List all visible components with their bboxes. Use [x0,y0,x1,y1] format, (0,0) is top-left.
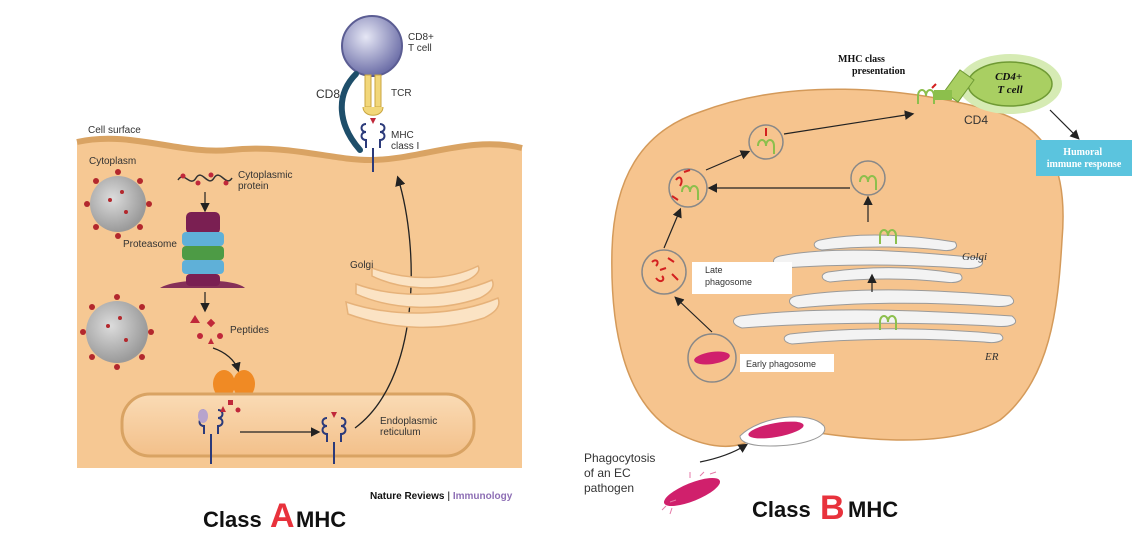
golgi-stack [345,265,500,329]
golgi-label-b: Golgi [962,251,987,263]
mhc-presentation-label: MHC class presentation [838,54,906,77]
cyto-protein-line2: protein [238,181,269,192]
tcr-label: TCR [391,88,412,99]
peptides [190,315,223,344]
early-phagosome-label: Early phagosome [746,359,816,369]
cd4-tcell-line1: CD4+ [995,71,1022,83]
cd8-coreceptor [338,71,363,153]
journal-credit: Nature Reviews | Immunology [370,491,513,502]
credit-separator: | [444,491,452,502]
panel-a: Cell surface Cytoplasm CD8+ T cell CD8 T… [76,15,523,535]
peptides-to-tap-arrow [212,347,241,373]
mhc-label-line1: MHC [391,130,414,141]
late-phago-line1: Late [705,265,723,275]
mhc-pres-line1: MHC class [838,54,885,65]
cd8-label: CD8 [316,87,340,101]
mhc-ii-surface [917,83,937,104]
mhc-class-i-surface [360,118,386,172]
late-phagosome [641,249,687,295]
vesicle-top-right [850,160,886,196]
caption-a-letter: A [270,497,295,535]
late-phago-line2: phagosome [705,277,752,287]
vesicle-top [748,124,784,160]
cell-membrane [76,135,523,164]
cd4-tcell-line2: T cell [997,84,1023,96]
phago-line1: Phagocytosis [584,451,655,465]
phago-line2: of an EC [584,466,631,480]
er-label-b: ER [984,351,999,363]
mhc-ii-on-golgi [879,229,897,330]
caption-class-b-mhc: Class B MHC [752,489,898,527]
caption-class-a-mhc: Class A MHC [203,497,346,535]
trafficking-arrows [663,109,1080,463]
phagocytic-cup [739,416,826,447]
early-phagosome-label-box [740,354,834,372]
cd4-label: CD4 [964,113,988,127]
t-cell-label-line1: CD8+ [408,32,434,43]
caption-b-letter: B [820,489,845,527]
peptides-label: Peptides [230,325,269,336]
humoral-label: Humoral immune response [1047,147,1122,170]
humoral-response-box [1036,140,1132,176]
virus-top [84,169,152,239]
credit-journal: Nature Reviews [370,491,445,502]
cd4-receptor [934,69,975,103]
golgi-label: Golgi [350,260,373,271]
caption-b-left: Class [752,497,811,522]
cytoplasmic-protein [177,174,233,182]
virus-bottom [80,294,154,370]
humoral-line1: Humoral [1063,147,1102,158]
mhc-label: MHC class I [391,130,419,152]
cd4-t-cell [958,54,1062,114]
er-label-line2: reticulum [380,427,421,438]
protein-residues [180,172,229,186]
cyto-protein-line1: Cytoplasmic [238,170,292,181]
vesicle-left [668,168,708,208]
er-to-surface-arrow [354,175,412,429]
caption-b-right: MHC [848,497,898,522]
caption-a-left: Class [203,507,262,532]
t-cell-label: CD8+ T cell [408,32,437,54]
cytoplasmic-protein-label: Cytoplasmic protein [238,170,295,192]
er-label: Endoplasmic reticulum [380,416,440,438]
late-phagosome-label: Late phagosome [705,265,752,287]
humoral-line2: immune response [1047,159,1122,170]
mhc-in-er-right [321,412,347,464]
cytoplasm-label: Cytoplasm [89,156,136,167]
late-phagosome-label-box [692,262,792,294]
credit-section: Immunology [453,491,513,502]
peptides-near-tap [220,400,241,413]
er-golgi-membranes [733,234,1017,345]
phagocytosis-label: Phagocytosis of an EC pathogen [584,451,659,495]
er-label-line1: Endoplasmic [380,416,437,427]
tap-transporter [213,370,255,398]
tcr [362,74,384,116]
t-cell-label-b: CD4+ T cell [995,71,1025,96]
cell-surface-label: Cell surface [88,125,141,136]
early-phagosome [687,333,737,383]
mhc-label-line2: class I [391,141,419,152]
caption-a-right: MHC [296,507,346,532]
t-cell-label-line2: T cell [408,43,432,54]
ec-pathogen [661,471,721,515]
proteasome [160,212,245,288]
cd8-t-cell [341,15,403,77]
proteasome-label: Proteasome [123,239,177,250]
mhc-pres-line2: presentation [852,66,906,77]
phago-line3: pathogen [584,481,634,495]
panel-b: Golgi ER [584,54,1132,527]
